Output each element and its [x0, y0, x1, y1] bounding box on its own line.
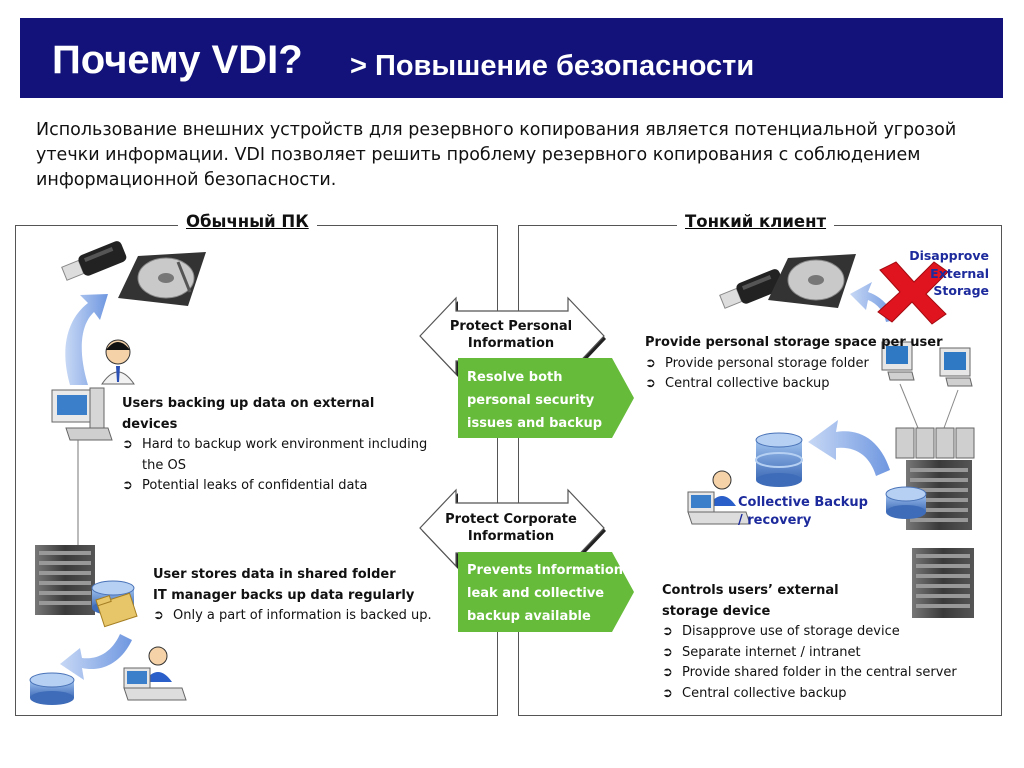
bullet-arrow-icon: ➲	[645, 376, 656, 391]
curved-arrow-icon	[65, 294, 108, 385]
right-block1-bullet-2: ➲Central collective backup	[645, 374, 943, 395]
disapprove-external-storage-label: Disapprove External Storage	[909, 248, 989, 298]
protect-personal-label: Protect Personal Information	[449, 319, 573, 351]
left-block1: Users backing up data on external device…	[122, 394, 452, 497]
right-block2-bullet-2: ➲Separate internet / intranet	[662, 643, 957, 664]
right-block2-bullet-3: ➲Provide shared folder in the central se…	[662, 663, 957, 684]
bullet-arrow-icon: ➲	[662, 685, 673, 701]
left-block1-heading-1: Users backing up data on external	[122, 396, 375, 411]
thin-client-icon	[939, 347, 973, 387]
database-icon	[755, 432, 803, 487]
left-block2-heading-1: User stores data in shared folder	[153, 567, 396, 582]
collective-backup-label: Collective Backup / recovery	[738, 495, 868, 528]
green-arrow-box-1	[458, 358, 634, 438]
page-subtitle: > Повышение безопасности	[350, 50, 755, 82]
curved-arrow-icon	[60, 634, 132, 680]
right-block2: Controls users’ external storage device …	[662, 581, 957, 704]
left-block1-bullet-1: ➲Hard to backup work environment includi…	[122, 437, 428, 473]
right-block1-heading: Provide personal storage space per user	[645, 335, 943, 350]
red-x-icon	[877, 261, 949, 325]
panel-left-title: Обычный ПК	[178, 212, 317, 231]
right-block2-bullet-4: ➲Central collective backup	[662, 684, 957, 705]
bullet-arrow-icon: ➲	[662, 665, 673, 680]
database-icon	[29, 672, 75, 705]
green-arrow-box-2	[458, 552, 634, 632]
hard-disk-icon	[118, 252, 206, 306]
right-block1: Provide personal storage space per user …	[645, 333, 943, 395]
panel-right-title: Тонкий клиент	[677, 212, 835, 231]
bullet-arrow-icon: ➲	[122, 437, 133, 452]
protect-corporate-arrow	[419, 488, 606, 569]
green-box-2-text: Prevents Information leak and collective…	[467, 563, 624, 624]
hard-disk-icon	[768, 254, 856, 308]
operator-icon	[687, 470, 751, 525]
left-block2: User stores data in shared folder IT man…	[153, 565, 432, 627]
desktop-pc-icon	[51, 387, 113, 441]
server-rack-icon	[912, 548, 974, 618]
protect-corporate-label: Protect Corporate Information	[445, 512, 577, 544]
right-block2-heading-1: Controls users’ external	[662, 583, 839, 598]
intro-text: Использование внешних устройств для резе…	[36, 120, 957, 190]
usb-drive-icon	[61, 241, 127, 281]
right-block2-heading-2: storage device	[662, 603, 771, 619]
user-headset-icon	[101, 339, 135, 385]
bullet-arrow-icon: ➲	[662, 644, 673, 660]
right-block1-bullet-1: ➲Provide personal storage folder	[645, 354, 943, 375]
page-title: Почему VDI?	[52, 38, 303, 82]
bullet-arrow-icon: ➲	[645, 355, 656, 371]
bullet-arrow-icon: ➲	[122, 478, 133, 493]
operator-icon	[123, 646, 187, 701]
left-block2-bullet-1: ➲Only a part of information is backed up…	[153, 606, 432, 627]
server-rack-icon	[35, 545, 95, 615]
curved-arrow-icon	[808, 420, 890, 476]
green-box-1-text: Resolve both personal security issues an…	[467, 370, 603, 431]
left-block1-bullet-2: ➲Potential leaks of confidential data	[122, 476, 442, 497]
thin-client-icon	[881, 341, 915, 381]
left-block2-heading-2: IT manager backs up data regularly	[153, 587, 415, 603]
title-bar	[20, 18, 1003, 98]
left-block1-heading-2: devices	[122, 416, 178, 432]
bullet-arrow-icon: ➲	[153, 608, 164, 623]
database-icon	[885, 486, 927, 519]
bullet-arrow-icon: ➲	[662, 624, 673, 639]
folder-icon	[95, 592, 138, 628]
right-block2-bullet-1: ➲Disapprove use of storage device	[662, 622, 957, 643]
usb-drive-icon	[719, 269, 785, 309]
